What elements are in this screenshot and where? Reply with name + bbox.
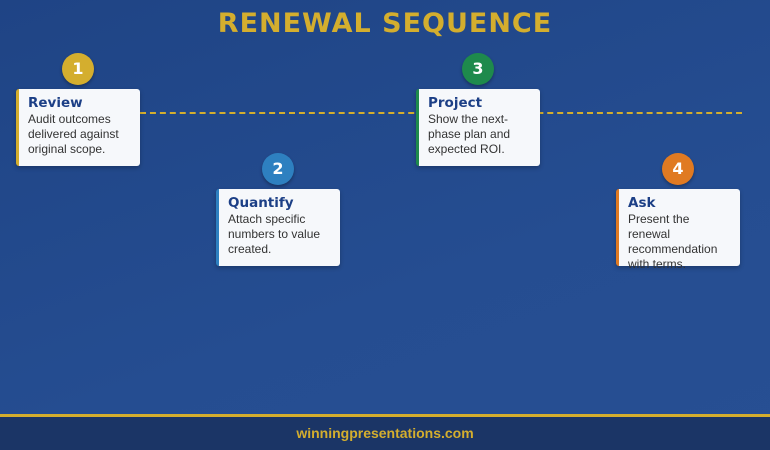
- step-card-ask: Ask Present the renewal recommendation w…: [616, 189, 740, 271]
- step-description: Show the next-phase plan and expected RO…: [428, 112, 511, 156]
- step-number-badge: 1: [62, 53, 94, 85]
- footer-website: winningpresentations.com: [0, 414, 770, 450]
- step-number-badge: 4: [662, 153, 694, 185]
- page-title: RENEWAL SEQUENCE: [217, 8, 553, 39]
- step-description: Attach specific numbers to value created…: [228, 212, 321, 256]
- step-title: Project: [428, 95, 483, 111]
- step-number-badge: 3: [462, 53, 494, 85]
- step-number-badge: 2: [262, 153, 294, 185]
- step-card-review: Review Audit outcomes delivered against …: [16, 89, 140, 166]
- step-title: Ask: [628, 195, 656, 211]
- step-title: Quantify: [228, 195, 294, 211]
- step-title: Review: [28, 95, 83, 111]
- step-card-quantify: Quantify Attach specific numbers to valu…: [216, 189, 340, 266]
- step-description: Present the renewal recommendation with …: [628, 212, 718, 271]
- step-description: Audit outcomes delivered against origina…: [28, 112, 119, 156]
- step-card-project: Project Show the next-phase plan and exp…: [416, 89, 540, 166]
